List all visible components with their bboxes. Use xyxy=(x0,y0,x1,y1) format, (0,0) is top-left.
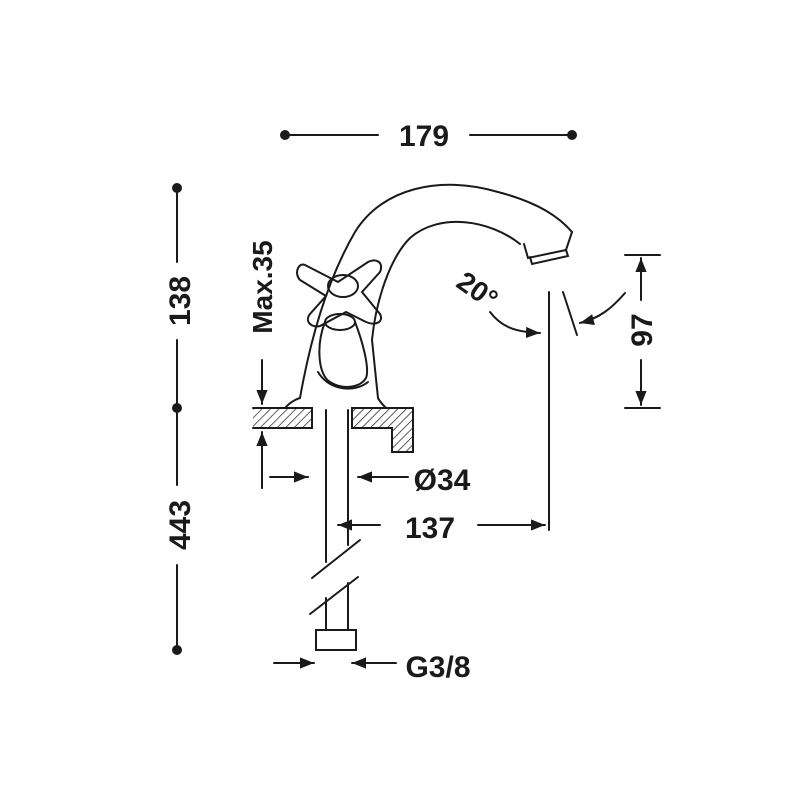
dimension-overall-width xyxy=(280,130,577,140)
label-spout-angle: 20° xyxy=(451,265,503,315)
label-hole-diameter: Ø34 xyxy=(414,464,471,497)
label-deck-thickness: Max.35 xyxy=(247,240,278,333)
dimension-spout-angle xyxy=(489,291,626,339)
dimension-left-vertical xyxy=(172,183,182,655)
label-overall-width: 179 xyxy=(399,120,449,153)
label-total-height: 443 xyxy=(164,500,197,550)
label-connection-thread: G3/8 xyxy=(405,651,470,684)
supply-pipe xyxy=(309,409,361,651)
faucet-body xyxy=(284,183,573,409)
dimension-outlet-height xyxy=(624,254,661,409)
dimension-spout-reach xyxy=(337,291,550,531)
label-outlet-height: 97 xyxy=(626,313,659,346)
label-spout-reach: 137 xyxy=(405,512,455,545)
deck-section xyxy=(252,407,414,453)
dimension-hole-diameter xyxy=(261,457,409,489)
label-spout-height: 138 xyxy=(164,276,197,326)
